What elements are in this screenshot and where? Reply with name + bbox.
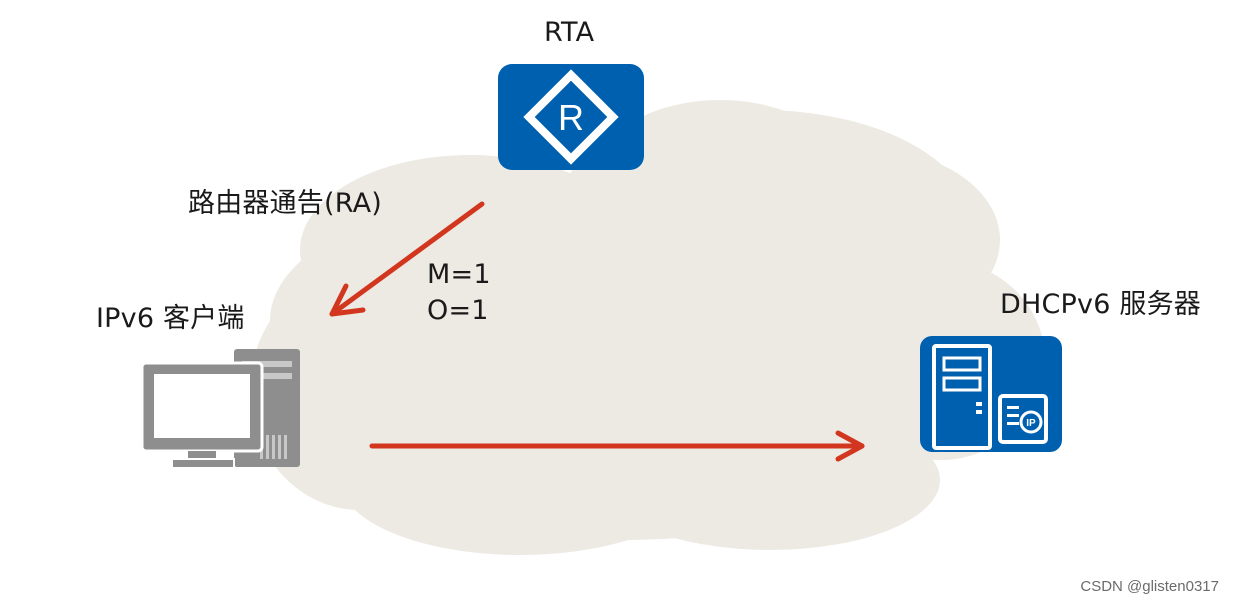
router-label: RTA	[544, 17, 595, 48]
ip-badge: IP	[1026, 418, 1036, 429]
desktop-computer-icon[interactable]	[142, 347, 302, 471]
ra-label: 路由器通告(RA)	[188, 188, 383, 219]
dhcp-request-arrow	[369, 430, 865, 462]
server-label: DHCPv6 服务器	[1000, 289, 1201, 320]
router-icon[interactable]: R	[498, 64, 644, 170]
ip-server-icon[interactable]: IP	[920, 336, 1062, 452]
ra-arrow	[329, 201, 485, 317]
flag-o-label: O=1	[427, 295, 489, 326]
client-label: IPv6 客户端	[96, 303, 245, 334]
flag-m-label: M=1	[427, 259, 491, 290]
svg-text:R: R	[558, 97, 584, 138]
watermark: CSDN @glisten0317	[1080, 578, 1219, 595]
